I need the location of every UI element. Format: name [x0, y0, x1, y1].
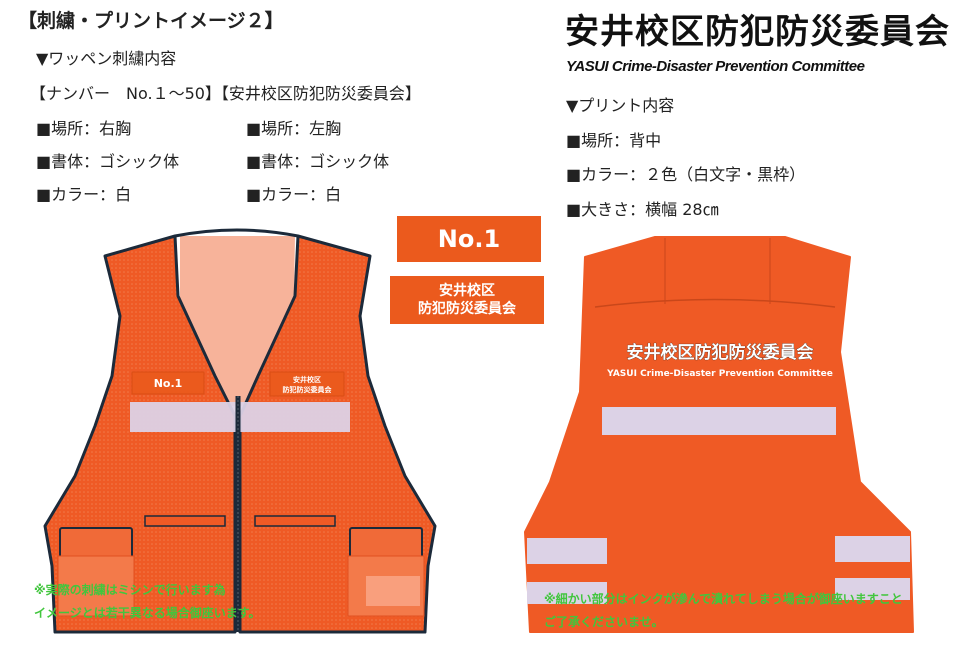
committee-title-english: YASUI Crime-Disaster Prevention Committe… — [566, 58, 865, 75]
page-heading: 【刺繍・プリントイメージ２】 — [18, 10, 284, 32]
committee-patch-line1: 安井校区 — [439, 283, 495, 299]
vest-committee-patch-line2: 防犯防災委員会 — [283, 385, 333, 394]
right-chest-color: ■カラー：白 — [36, 185, 132, 204]
right-chest-location: ■場所：右胸 — [36, 119, 132, 138]
print-section-title: ▼プリント内容 — [566, 96, 675, 115]
committee-patch-preview: 安井校区 防犯防災委員会 — [390, 276, 544, 324]
back-note-line1: ※細かい部分はインクが滲んで潰れてしまう場合が御座いますこと — [544, 592, 903, 606]
back-print-title: 安井校区防犯防災委員会 — [627, 342, 814, 363]
number-patch-preview: No.1 — [397, 216, 541, 262]
front-note-line2: イメージとは若干異なる場合御座います。 — [34, 606, 261, 620]
committee-patch-line2: 防犯防災委員会 — [418, 301, 516, 317]
vest-number-patch-text: No.1 — [154, 377, 183, 390]
vest-committee-patch-line1: 安井校区 — [293, 375, 321, 384]
embroidery-number-line: 【ナンバー No.１～50】【安井校区防犯防災委員会】 — [30, 84, 421, 103]
left-chest-location: ■場所：左胸 — [246, 119, 342, 138]
vest-front-illustration: No.1 安井校区 防犯防災委員会 — [43, 228, 437, 634]
front-note-line1: ※実際の刺繍はミシンで行います為 — [34, 583, 226, 597]
print-location: ■場所：背中 — [566, 131, 662, 150]
left-chest-color: ■カラー：白 — [246, 185, 342, 204]
back-print-subtitle: YASUI Crime-Disaster Prevention Committe… — [606, 369, 833, 379]
number-patch-text: No.1 — [437, 225, 501, 253]
right-chest-font: ■書体：ゴシック体 — [36, 152, 180, 171]
print-size: ■大きさ：横幅 28㎝ — [566, 200, 719, 219]
committee-title: 安井校区防犯防災委員会 — [565, 12, 950, 52]
embroidery-section-title: ▼ワッペン刺繍内容 — [36, 49, 177, 68]
print-color: ■カラー：２色（白文字・黒枠） — [566, 165, 806, 184]
vest-back-illustration: 安井校区防犯防災委員会 YASUI Crime-Disaster Prevent… — [524, 236, 914, 633]
left-chest-font: ■書体：ゴシック体 — [246, 152, 390, 171]
back-note-line2: ご了承くださいませ。 — [544, 615, 664, 629]
